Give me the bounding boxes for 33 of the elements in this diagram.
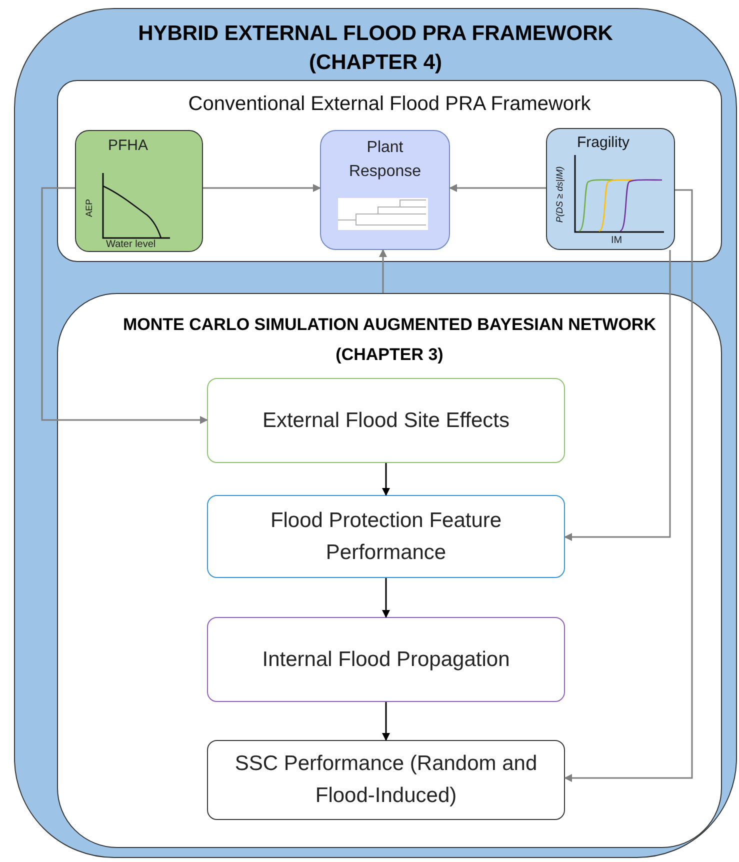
- box-title: Fragility: [577, 133, 630, 153]
- arrow: [41, 187, 208, 424]
- axis-label: AEP: [84, 199, 94, 217]
- step-label: Internal Flood Propagation: [262, 646, 510, 672]
- plant-response-box: [320, 130, 450, 250]
- network-panel: [57, 293, 722, 848]
- fragility-box: [546, 128, 675, 250]
- process-box: [207, 495, 565, 578]
- arrow: [449, 184, 546, 192]
- process-box: [207, 740, 565, 820]
- arrow: [203, 184, 321, 192]
- hazard-curve-box: [75, 130, 203, 252]
- process-box: [207, 617, 565, 702]
- arrow: [382, 702, 390, 741]
- panel-title: Conventional External Flood PRA Framework: [187, 92, 592, 117]
- arrow: [379, 249, 387, 293]
- arrow: [564, 250, 671, 541]
- box-title: PFHA: [108, 136, 148, 156]
- step-label: External Flood Site Effects: [262, 408, 510, 434]
- frame-title: HYBRID EXTERNAL FLOOD PRA FRAMEWORK (CHAPTER 4): [137, 21, 614, 76]
- axis-label: Water level: [106, 239, 156, 251]
- arrow: [382, 463, 390, 496]
- process-box: [207, 378, 565, 463]
- framework-panel: [57, 80, 722, 262]
- arrow: [564, 189, 693, 782]
- step-label: Flood Protection Feature Performance: [269, 508, 503, 566]
- arrow: [382, 578, 390, 618]
- outer-frame: [14, 8, 737, 858]
- panel-title: MONTE CARLO SIMULATION AUGMENTED BAYESIAN NETWORK (CHAPTER 3): [122, 314, 657, 366]
- axis-label: IM: [611, 235, 622, 247]
- axis-label: P(DS ≥ ds|IM): [554, 165, 566, 225]
- step-label: SSC Performance (Random and Flood-Induced): [234, 751, 538, 809]
- box-title: Plant Response: [348, 138, 422, 182]
